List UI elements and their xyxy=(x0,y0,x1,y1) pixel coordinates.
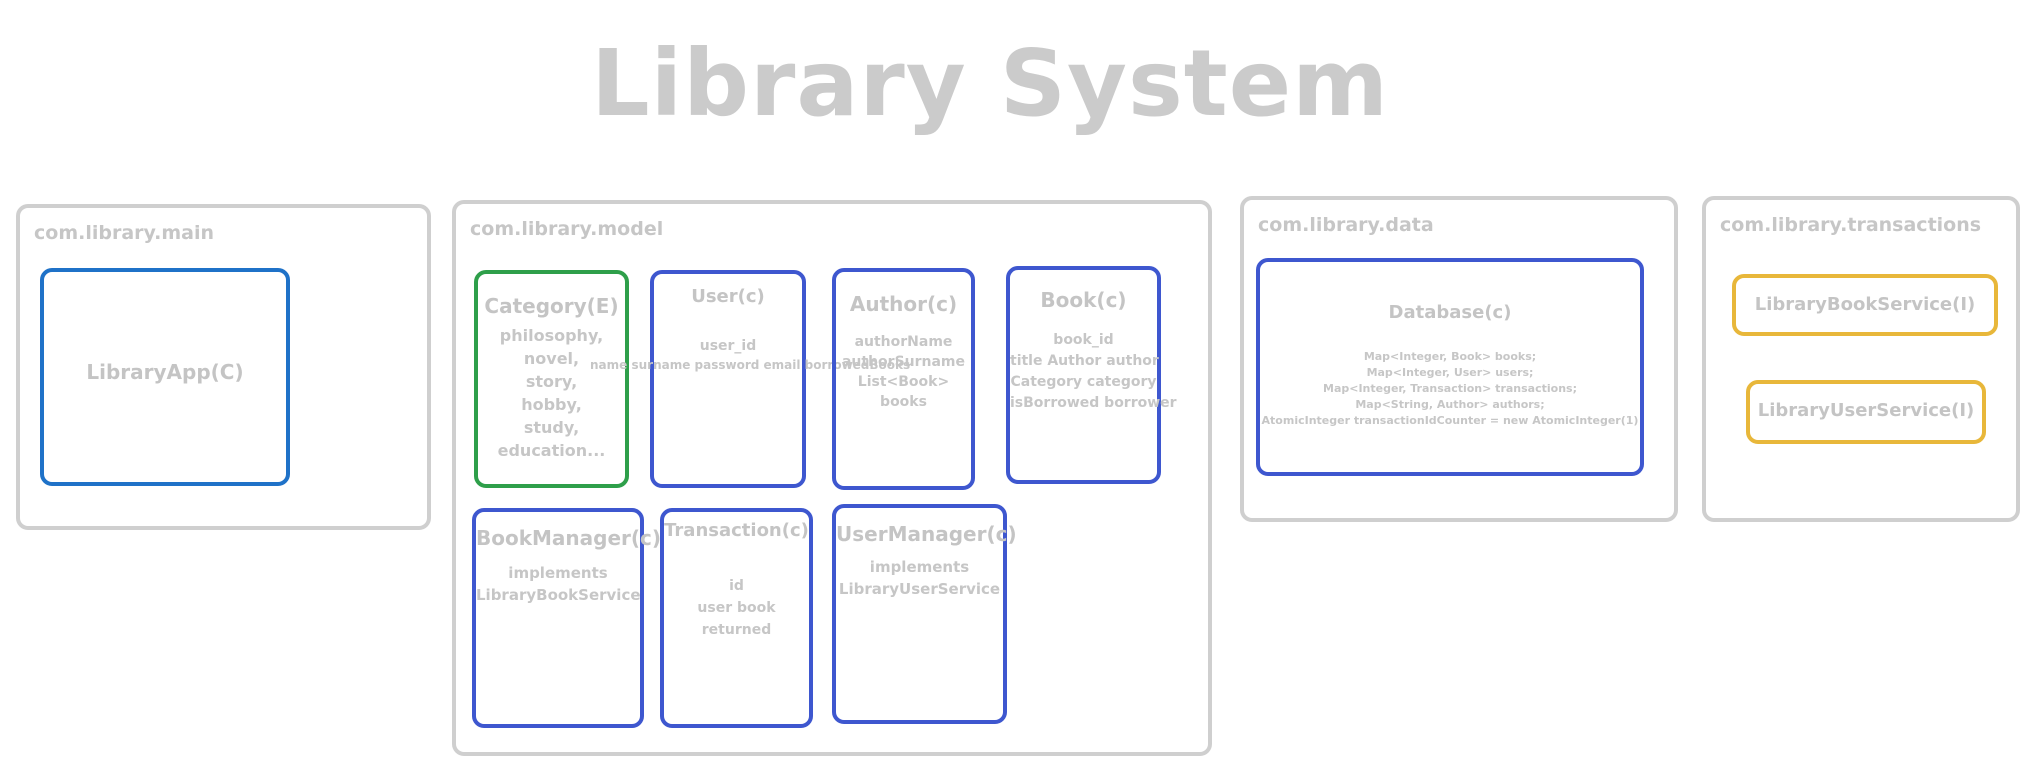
package-transactions: com.library.transactions xyxy=(1702,196,2020,522)
package-model: com.library.model xyxy=(452,200,1212,756)
class-name: Transaction(c) xyxy=(664,520,809,541)
package-data: com.library.data xyxy=(1240,196,1678,522)
class-name: Author(c) xyxy=(849,292,958,316)
interface-library-user-service: LibraryUserService(I) xyxy=(1746,380,1986,444)
class-book-manager: BookManager(c) implements LibraryBookSer… xyxy=(472,508,662,728)
class-user: User(c) user_id xyxy=(650,270,806,488)
package-label: com.library.transactions xyxy=(1720,214,1982,236)
package-label: com.library.model xyxy=(470,218,664,240)
class-fields: Map<Integer, Book> books; Map<Integer, U… xyxy=(1261,350,1639,427)
class-fields: implements LibraryBookService xyxy=(476,564,641,604)
class-author: Author(c) authorName authorSurname List<… xyxy=(832,268,975,490)
class-name: Book(c) xyxy=(1040,288,1127,312)
class-name: UserManager(c) xyxy=(836,522,1017,546)
class-database: Database(c) Map<Integer, Book> books; Ma… xyxy=(1256,258,1644,476)
class-transaction: Transaction(c) id user book returned xyxy=(660,508,813,728)
interface-library-book-service: LibraryBookService(I) xyxy=(1732,274,1998,336)
class-fields: user_id xyxy=(699,338,757,354)
package-label: com.library.data xyxy=(1258,214,1434,236)
class-name: BookManager(c) xyxy=(476,526,662,550)
enum-category: Category(E) philosophy, novel, story, ho… xyxy=(474,270,629,488)
class-name: LibraryUserService(I) xyxy=(1757,400,1975,421)
class-book: Book(c) book_id title Author author Cate… xyxy=(1006,266,1177,484)
class-fields: authorName authorSurname List<Book> book… xyxy=(841,334,966,410)
class-name: User(c) xyxy=(691,286,765,307)
class-fields: implements LibraryUserService xyxy=(838,558,1001,598)
package-label: com.library.main xyxy=(34,222,215,244)
package-main: com.library.main xyxy=(16,204,431,530)
user-fields-overflow: name surname password email borrowedBook… xyxy=(590,358,911,372)
class-name: LibraryApp(C) xyxy=(86,360,244,384)
class-name: LibraryBookService(I) xyxy=(1754,294,1976,315)
enum-values: philosophy, novel, story, hobby, study, … xyxy=(497,326,606,460)
class-library-app: LibraryApp(C) xyxy=(40,268,290,486)
class-fields: id user book returned xyxy=(697,578,776,638)
class-fields: book_id title Author author Category cat… xyxy=(1010,332,1177,411)
diagram-title: Library System xyxy=(590,30,1390,137)
class-name: Database(c) xyxy=(1388,302,1512,323)
class-name: Category(E) xyxy=(484,294,619,318)
class-user-manager: UserManager(c) implements LibraryUserSer… xyxy=(832,504,1017,724)
